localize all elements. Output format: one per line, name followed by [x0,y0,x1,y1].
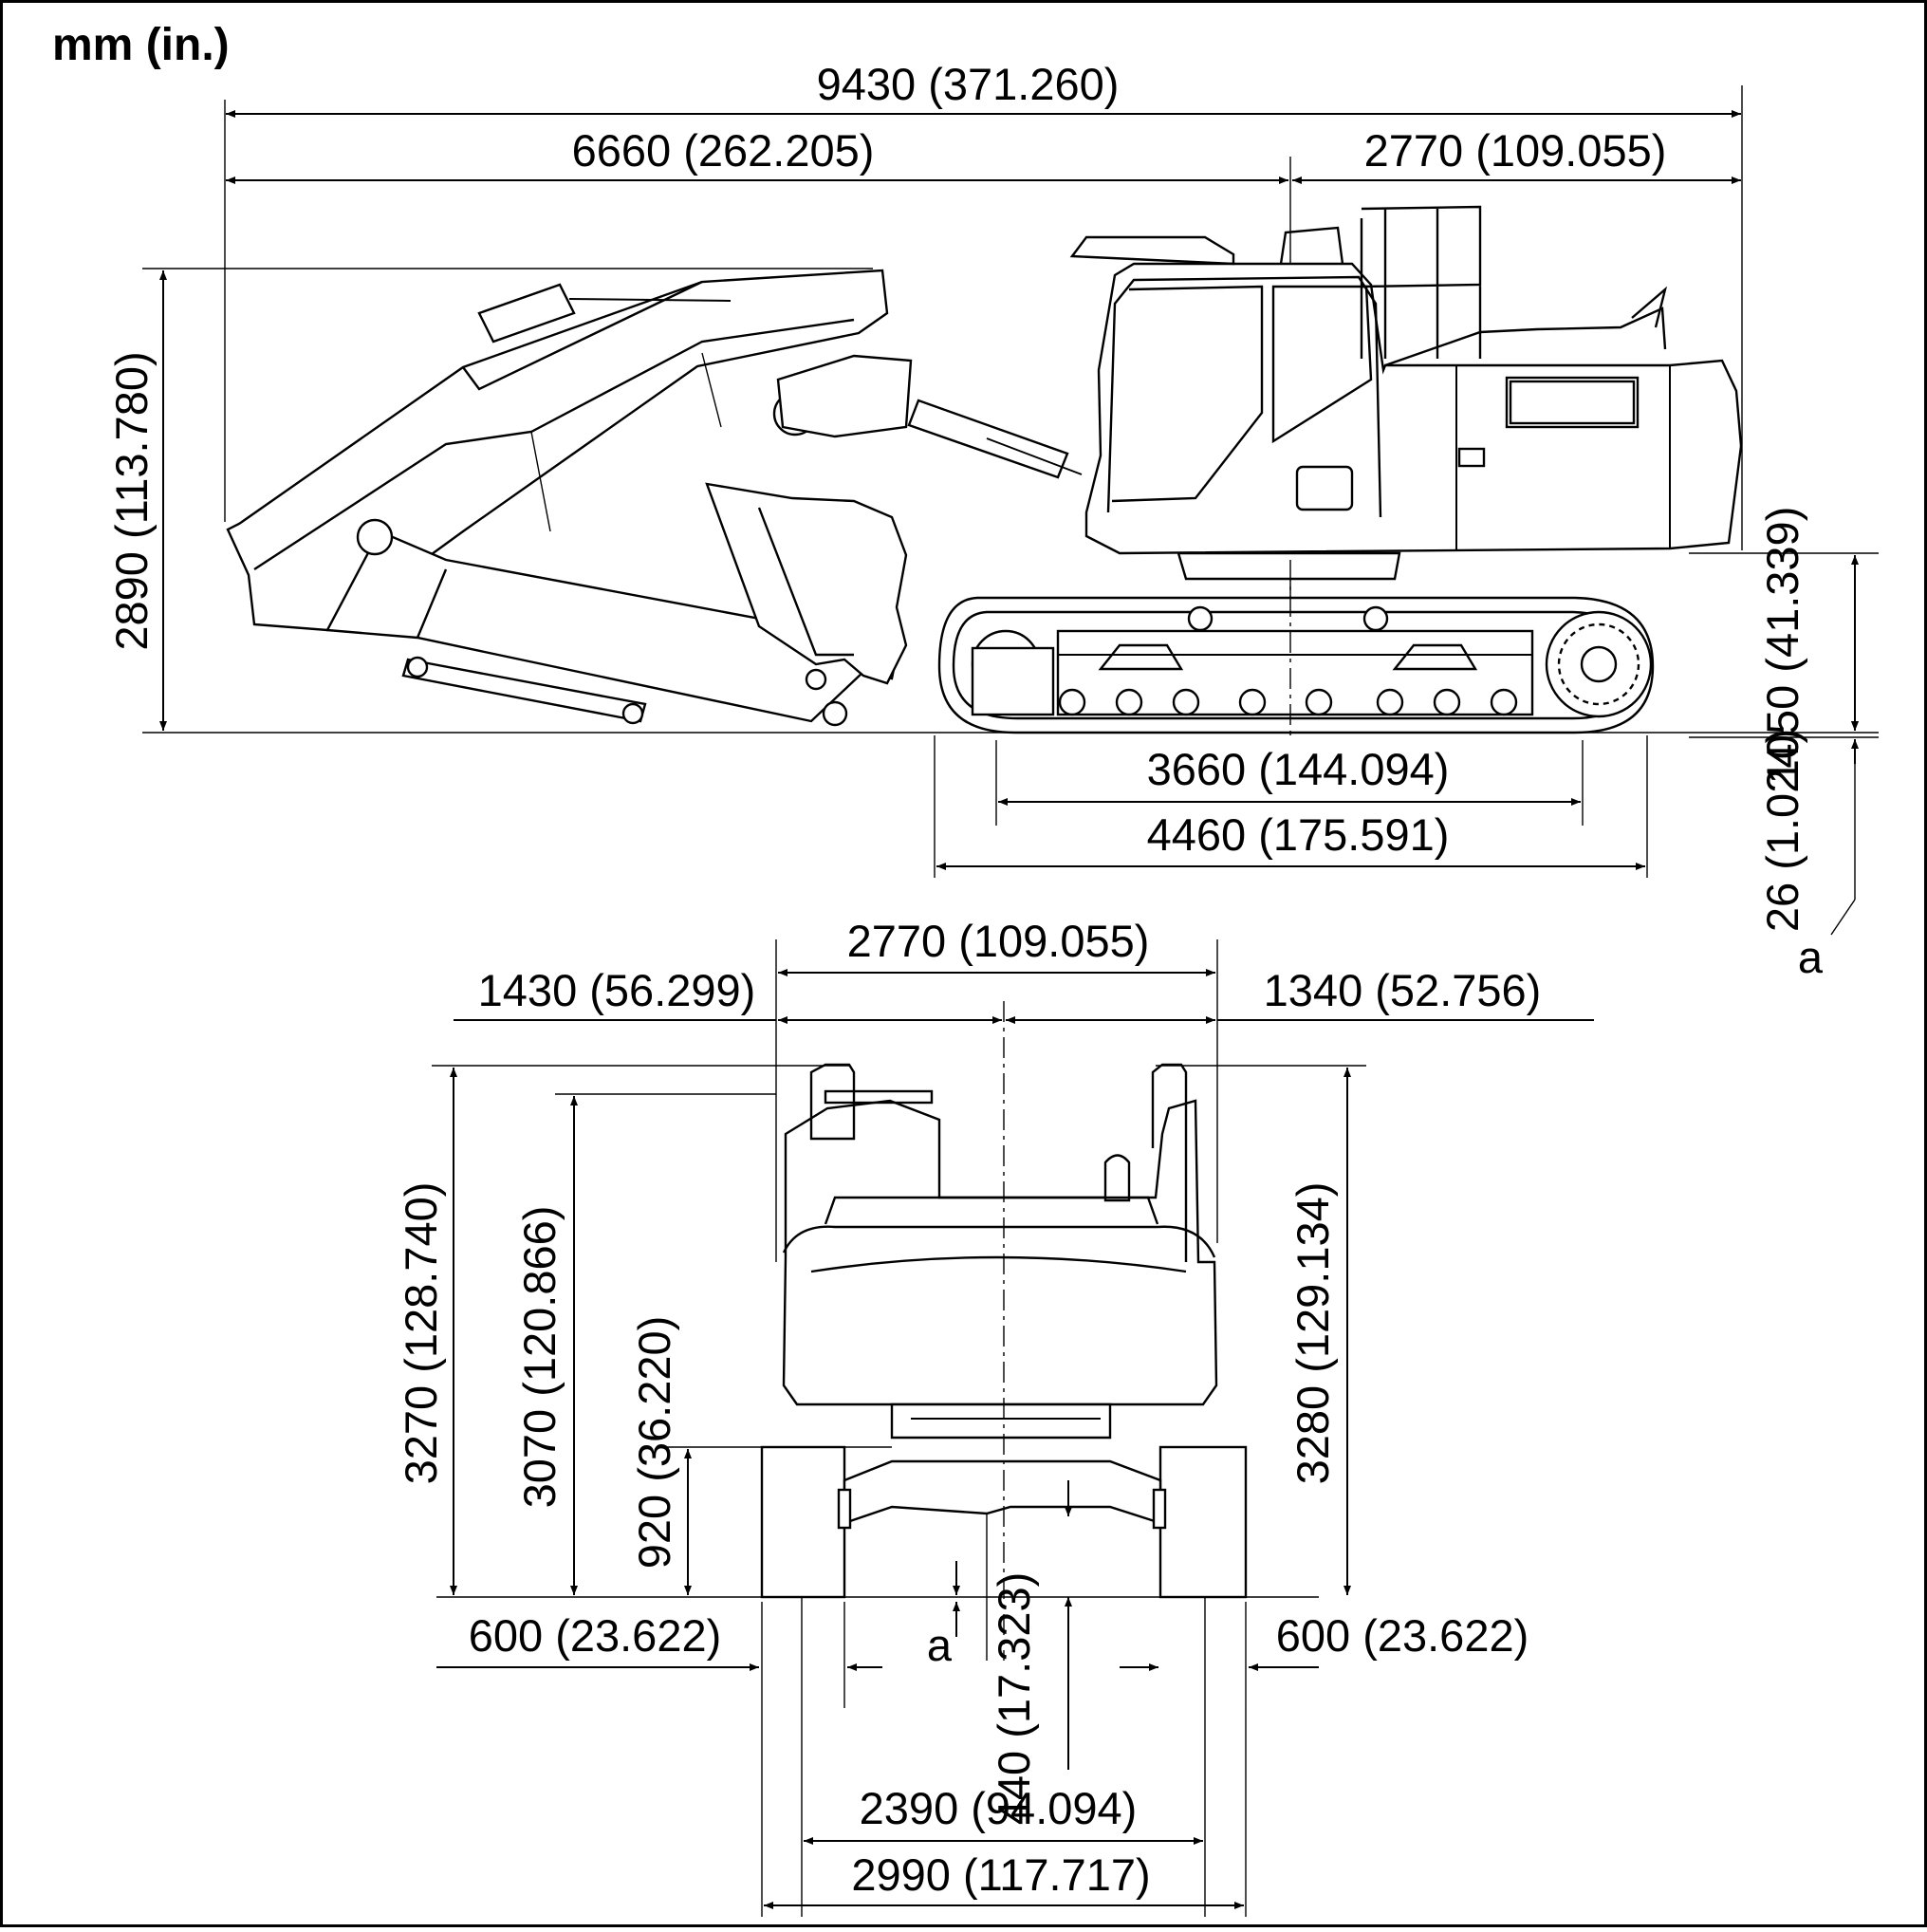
dim-tail-swing: 2770 (109.055) [1364,125,1667,176]
dim-counterweight-height: 920 (36.220) [629,1316,679,1570]
dim-left-width: 1430 (56.299) [478,965,756,1015]
dim-track-gauge: 2390 (94.094) [860,1783,1138,1833]
grouser-label-side: a [1798,932,1824,982]
dim-tumbler-distance: 3660 (144.094) [1147,744,1450,794]
dim-transport-height: 2890 (113.780) [106,351,157,650]
dim-ground-clearance: 440 (17.323) [989,1572,1039,1826]
dim-front-to-center: 6660 (262.205) [572,125,875,176]
unit-label: mm (in.) [52,20,230,70]
dim-grouser-height: 26 (1.024) [1757,729,1807,932]
side-view-excavator [142,85,1879,878]
dim-track-length: 4460 (175.591) [1147,809,1450,860]
grouser-label-rear: a [927,1620,953,1670]
dim-handrail-height: 3070 (120.866) [514,1206,565,1509]
dim-left-shoe-width: 600 (23.622) [469,1610,722,1661]
dim-right-width: 1340 (52.756) [1264,965,1542,1015]
dim-overall-height: 3280 (129.134) [1288,1182,1338,1485]
dim-counterweight-clearance: 1050 (41.339) [1757,507,1807,785]
side-view-dimensions: 9430 (371.260) 6660 (262.205) 2770 (109.… [106,59,1859,982]
dim-undercarriage-width: 2990 (117.717) [851,1849,1150,1900]
dim-right-shoe-width: 600 (23.622) [1276,1610,1529,1661]
rear-view-dimensions: 2770 (109.055) 1430 (56.299) 1340 (52.75… [396,916,1594,1909]
dim-cab-height: 3270 (128.740) [396,1182,446,1485]
dim-upper-width: 2770 (109.055) [847,916,1150,966]
rear-view-excavator [432,939,1594,1917]
dim-overall-length: 9430 (371.260) [817,59,1120,109]
